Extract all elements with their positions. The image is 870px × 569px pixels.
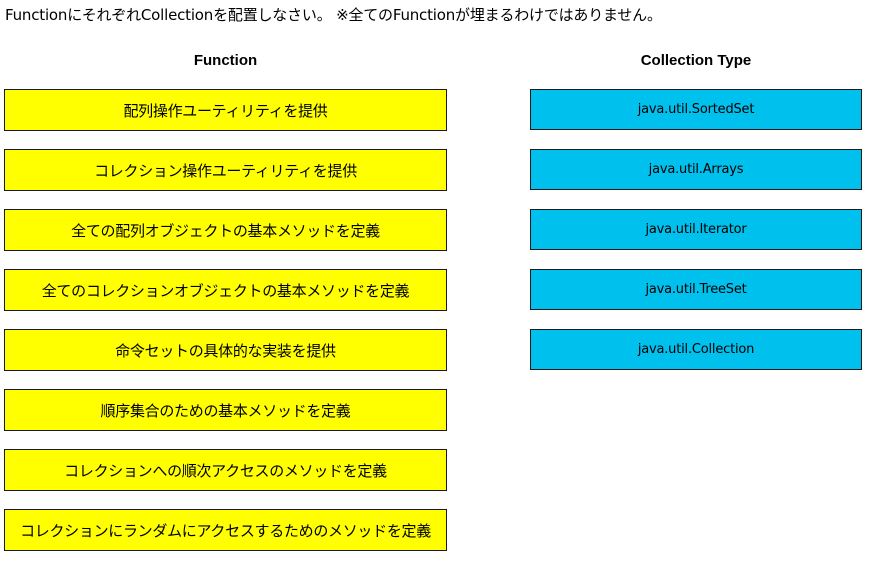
instruction-text: FunctionにそれぞれCollectionを配置しなさい。 ※全てのFunc… [5, 6, 662, 24]
function-drop-target[interactable]: 全ての配列オブジェクトの基本メソッドを定義 [4, 209, 447, 251]
collection-type-draggable[interactable]: java.util.Collection [530, 329, 862, 370]
function-drop-target[interactable]: コレクションにランダムにアクセスするためのメソッドを定義 [4, 509, 447, 551]
function-drop-target[interactable]: コレクション操作ユーティリティを提供 [4, 149, 447, 191]
function-drop-target[interactable]: 全てのコレクションオブジェクトの基本メソッドを定義 [4, 269, 447, 311]
function-drop-target[interactable]: コレクションへの順次アクセスのメソッドを定義 [4, 449, 447, 491]
collection-type-draggable[interactable]: java.util.TreeSet [530, 269, 862, 310]
collection-type-column-header: Collection Type [640, 52, 752, 69]
function-drop-target[interactable]: 順序集合のための基本メソッドを定義 [4, 389, 447, 431]
collection-type-draggable[interactable]: java.util.SortedSet [530, 89, 862, 130]
function-drop-target-list: 配列操作ユーティリティを提供 コレクション操作ユーティリティを提供 全ての配列オ… [4, 89, 447, 569]
function-drop-target[interactable]: 配列操作ユーティリティを提供 [4, 89, 447, 131]
collection-type-draggable[interactable]: java.util.Arrays [530, 149, 862, 190]
function-drop-target[interactable]: 命令セットの具体的な実装を提供 [4, 329, 447, 371]
collection-type-draggable[interactable]: java.util.Iterator [530, 209, 862, 250]
collection-type-option-list: java.util.SortedSet java.util.Arrays jav… [530, 89, 862, 389]
function-column-header: Function [193, 52, 258, 69]
